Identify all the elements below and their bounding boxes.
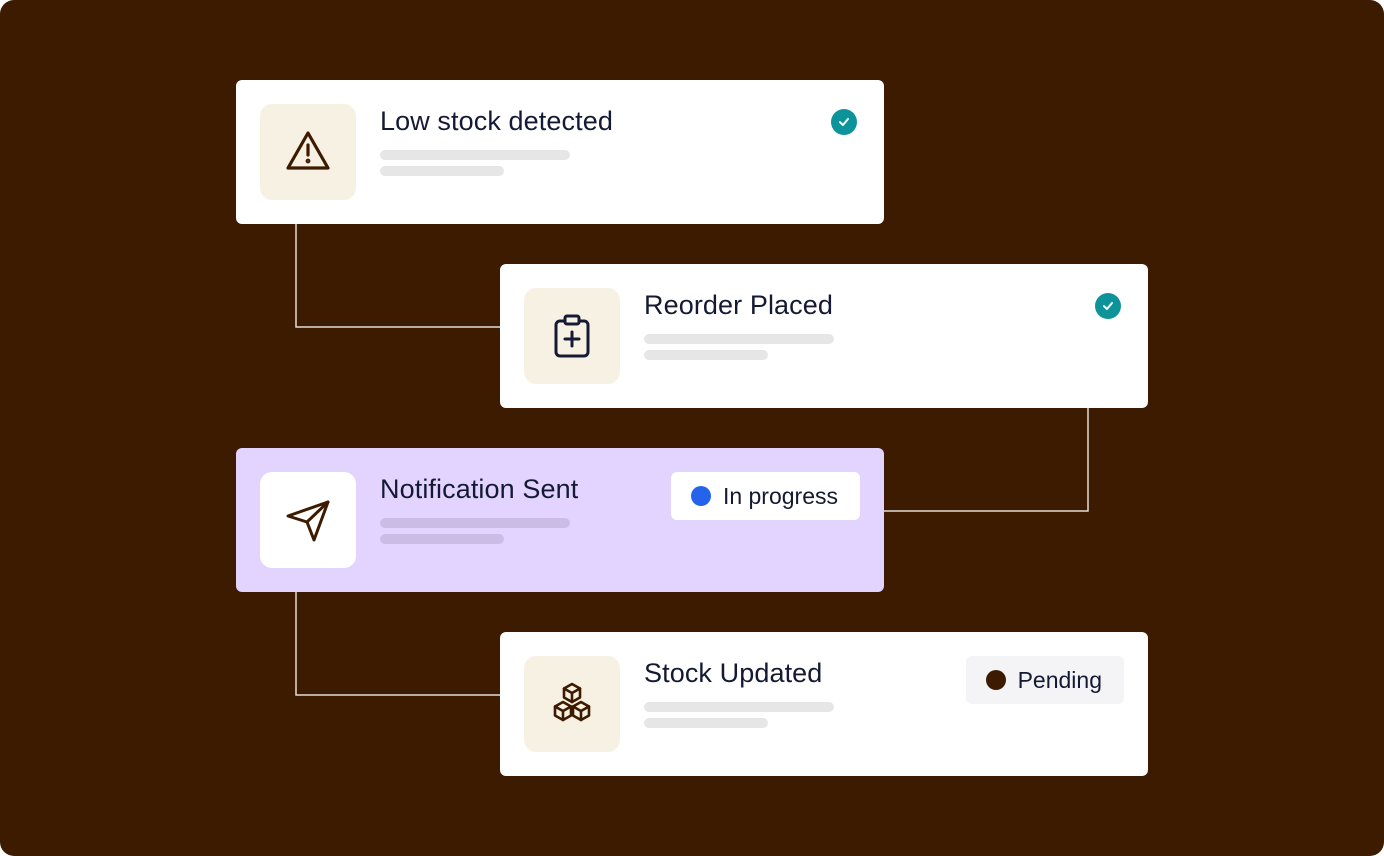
- text-placeholder: [380, 534, 504, 544]
- text-placeholder: [644, 702, 834, 712]
- text-placeholder: [380, 150, 570, 160]
- boxes-icon: [553, 682, 591, 722]
- text-placeholder: [380, 166, 504, 176]
- step-card-stock-updated[interactable]: Stock Updated Pending: [500, 632, 1148, 776]
- step-icon-tile: [260, 472, 356, 568]
- step-card-low-stock[interactable]: Low stock detected: [236, 80, 884, 224]
- step-title: Stock Updated: [644, 658, 823, 688]
- step-card-notification[interactable]: Notification Sent In progress: [236, 448, 884, 592]
- check-icon: [831, 109, 857, 135]
- check-icon: [1095, 293, 1121, 319]
- send-icon: [286, 500, 330, 542]
- text-placeholder: [644, 350, 768, 360]
- status-dot: [985, 670, 1006, 690]
- step-icon-tile: [524, 288, 620, 384]
- status-badge-in-progress: In progress: [670, 472, 860, 520]
- step-icon-tile: [524, 656, 620, 752]
- status-dot: [690, 486, 711, 506]
- text-placeholder: [380, 518, 570, 528]
- step-card-reorder[interactable]: Reorder Placed: [500, 264, 1148, 408]
- status-label: Pending: [1017, 666, 1102, 693]
- step-title: Reorder Placed: [644, 290, 834, 320]
- connector-3-4: [295, 592, 500, 696]
- step-title: Low stock detected: [380, 106, 613, 136]
- text-placeholder: [644, 334, 834, 344]
- warning-triangle-icon: [286, 131, 330, 170]
- status-label: In progress: [722, 482, 838, 509]
- step-icon-tile: [260, 104, 356, 200]
- status-badge-pending: Pending: [965, 656, 1124, 704]
- clipboard-plus-icon: [554, 314, 590, 358]
- step-title: Notification Sent: [380, 474, 579, 504]
- connector-2-3: [884, 408, 1089, 512]
- text-placeholder: [644, 718, 768, 728]
- connector-1-2: [295, 224, 500, 328]
